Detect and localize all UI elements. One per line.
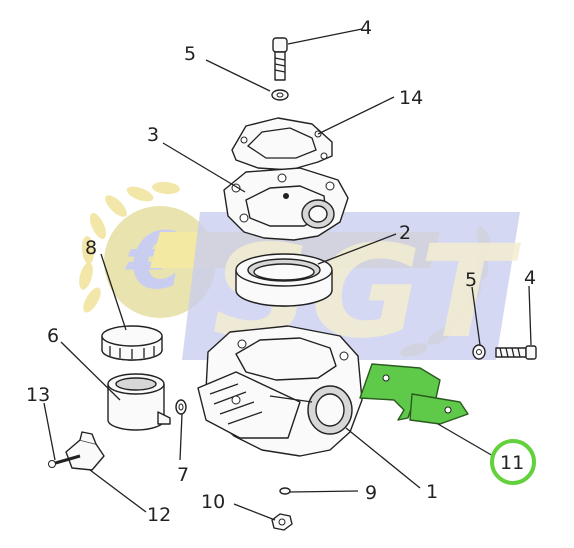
callout-1: 1 [426,481,438,503]
callout-7: 7 [177,464,189,486]
washer-part-5-top [271,89,289,101]
caliper-body-part-1 [197,325,363,457]
callout-4-right: 4 [524,267,536,289]
reservoir-cap-part-8 [101,325,163,361]
seal-ring-part-2 [235,253,333,307]
callout-labels: 4 5 14 3 2 8 5 4 6 13 7 1 9 10 12 11 [26,17,536,526]
callout-5-right: 5 [465,269,477,291]
washer-part-5-right [472,344,486,360]
callout-3: 3 [147,124,159,146]
bolt-part-4-top [272,37,288,81]
leader-lines [43,28,532,521]
callout-10: 10 [201,491,225,513]
wreath-left [79,181,180,313]
reservoir-part-6 [107,373,171,431]
washer-part-9 [279,487,291,495]
callout-4-top: 4 [360,17,372,39]
callout-9: 9 [365,482,377,504]
nut-part-10 [271,513,293,531]
washer-part-7 [175,399,187,415]
callout-13: 13 [26,384,50,406]
sgt-watermark: € SGT [79,181,521,367]
highlight-circle [490,439,536,485]
callout-2: 2 [399,222,411,244]
callout-11: 11 [500,452,524,474]
screw-part-13 [48,454,81,468]
callout-6: 6 [47,325,59,347]
clamp-bracket-part-12 [65,431,105,471]
callout-12: 12 [147,504,171,526]
callout-14: 14 [399,87,423,109]
callout-8: 8 [85,237,97,259]
watermark-panels [150,212,520,360]
bolt-part-4-right [495,345,537,360]
bracket-part-11 [359,363,469,425]
callout-5-top: 5 [184,43,196,65]
cover-part-3 [223,167,349,241]
gasket-part-14 [231,117,333,171]
